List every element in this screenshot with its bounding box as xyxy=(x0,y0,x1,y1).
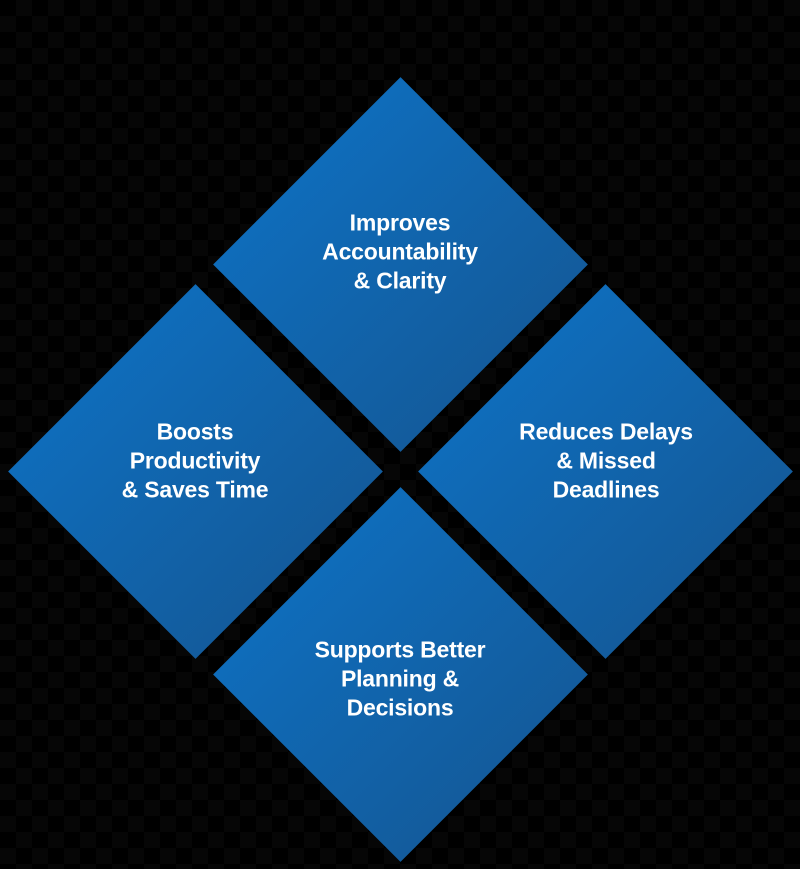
diamond-left-label: Boosts Productivity & Saves Time xyxy=(121,418,269,503)
diamond-bottom-label: Supports Better Planning & Decisions xyxy=(314,636,486,721)
diamond-right-label: Reduces Delays & Missed Deadlines xyxy=(519,418,693,503)
diamond-top-label: Improves Accountability & Clarity xyxy=(322,209,478,294)
